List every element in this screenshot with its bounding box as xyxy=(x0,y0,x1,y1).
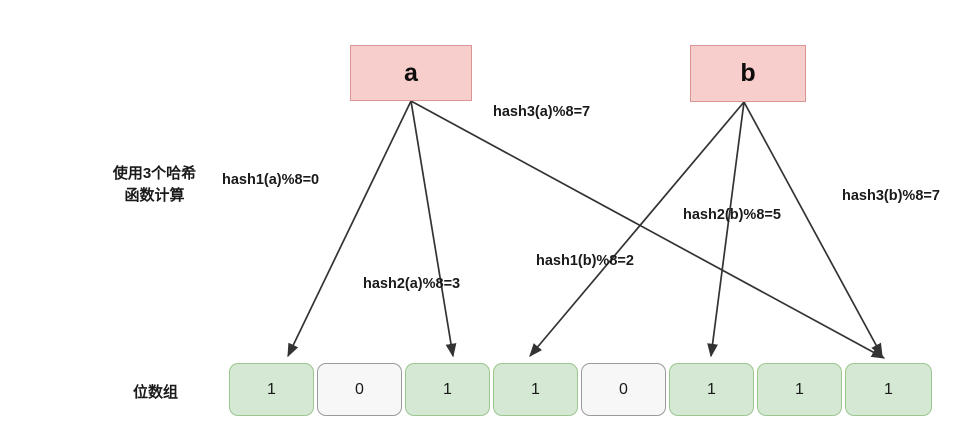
node-box-b[interactable]: b xyxy=(690,45,806,102)
bit-cell-7-value: 1 xyxy=(884,380,893,398)
bit-cell-1-value: 0 xyxy=(355,380,364,398)
hash-functions-note: 使用3个哈希 函数计算 xyxy=(92,163,217,207)
edge-label-hash1-a: hash1(a)%8=0 xyxy=(222,172,320,188)
bit-cell-3-value: 1 xyxy=(531,380,540,398)
bit-cell-0-value: 1 xyxy=(267,380,276,398)
bit-cell-6-value: 1 xyxy=(795,380,804,398)
hash-functions-note-line1: 使用3个哈希 xyxy=(112,165,197,182)
edge-label-hash3-a: hash3(a)%8=7 xyxy=(493,104,591,120)
bit-cell-4-value: 0 xyxy=(619,380,628,398)
node-label-b: b xyxy=(740,59,756,87)
bit-cell-2-value: 1 xyxy=(443,380,452,398)
edge-b-to-bit7 xyxy=(743,101,883,358)
bit-cell-1[interactable]: 0 xyxy=(317,363,402,416)
edge-a-to-bit3 xyxy=(410,100,457,358)
bit-cell-5-value: 1 xyxy=(707,380,716,398)
bit-cell-4[interactable]: 0 xyxy=(581,363,666,416)
node-box-a[interactable]: a xyxy=(350,45,472,101)
edge-a-to-bit0 xyxy=(287,100,412,358)
edge-label-hash2-a: hash2(a)%8=3 xyxy=(363,276,461,292)
bit-cell-7[interactable]: 1 xyxy=(845,363,932,416)
edge-a-to-bit7 xyxy=(410,100,886,359)
bit-cell-5[interactable]: 1 xyxy=(669,363,754,416)
bit-array-label: 位数组 xyxy=(132,384,178,401)
edge-b-to-bit2 xyxy=(529,101,745,358)
bit-cell-6[interactable]: 1 xyxy=(757,363,842,416)
node-label-a: a xyxy=(404,58,418,87)
bit-cell-2[interactable]: 1 xyxy=(405,363,490,416)
hash-functions-note-line2: 函数计算 xyxy=(124,186,185,204)
bit-cell-0[interactable]: 1 xyxy=(229,363,314,416)
edge-label-hash2-b: hash2(b)%8=5 xyxy=(683,207,781,223)
edge-b-to-bit5 xyxy=(707,101,745,358)
bit-cell-3[interactable]: 1 xyxy=(493,363,578,416)
edge-label-hash3-b: hash3(b)%8=7 xyxy=(842,188,940,204)
edge-label-hash1-b: hash1(b)%8=2 xyxy=(536,253,634,269)
